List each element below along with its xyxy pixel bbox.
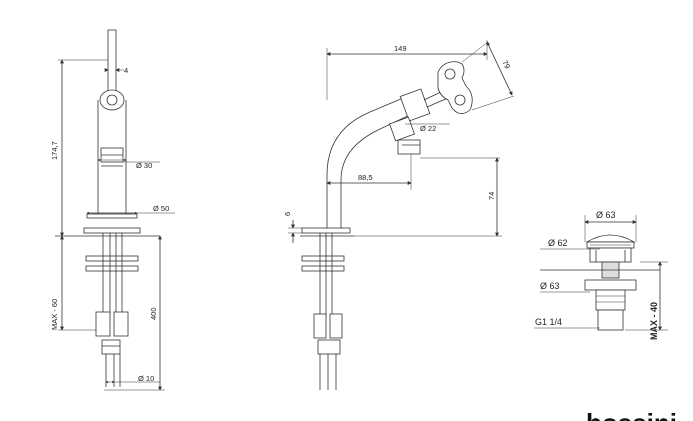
dim-top-width: 4	[124, 66, 128, 75]
dim-waste-flange-diameter: Ø 63	[540, 281, 560, 291]
dim-waste-top-diameter: Ø 63	[596, 210, 616, 220]
dim-reach-total: 149	[394, 44, 407, 53]
dim-waste-thread: G1 1/4	[535, 317, 562, 327]
dim-deck-max: MAX - 60	[50, 299, 59, 330]
dim-spout-diameter: Ø 30	[136, 161, 152, 170]
dim-hose-diameter: Ø 10	[138, 374, 154, 383]
dim-spout-height: 74	[487, 192, 496, 200]
waste-view	[534, 215, 668, 331]
dim-base-diameter: Ø 50	[153, 204, 169, 213]
front-view	[55, 29, 175, 391]
dim-waste-deck-max: MAX - 40	[649, 302, 659, 340]
dim-handle-size: 79	[500, 59, 512, 71]
dim-base-thickness: 6	[283, 212, 292, 216]
dim-hose-length: 400	[149, 307, 158, 320]
dim-handle-diameter: Ø 22	[420, 124, 436, 133]
dim-waste-cap-diameter: Ø 62	[548, 238, 568, 248]
dim-height: 174,7	[50, 141, 59, 160]
dim-spout-reach: 88,5	[358, 173, 373, 182]
brand-logo: bossini	[586, 408, 677, 421]
side-view	[288, 40, 515, 390]
